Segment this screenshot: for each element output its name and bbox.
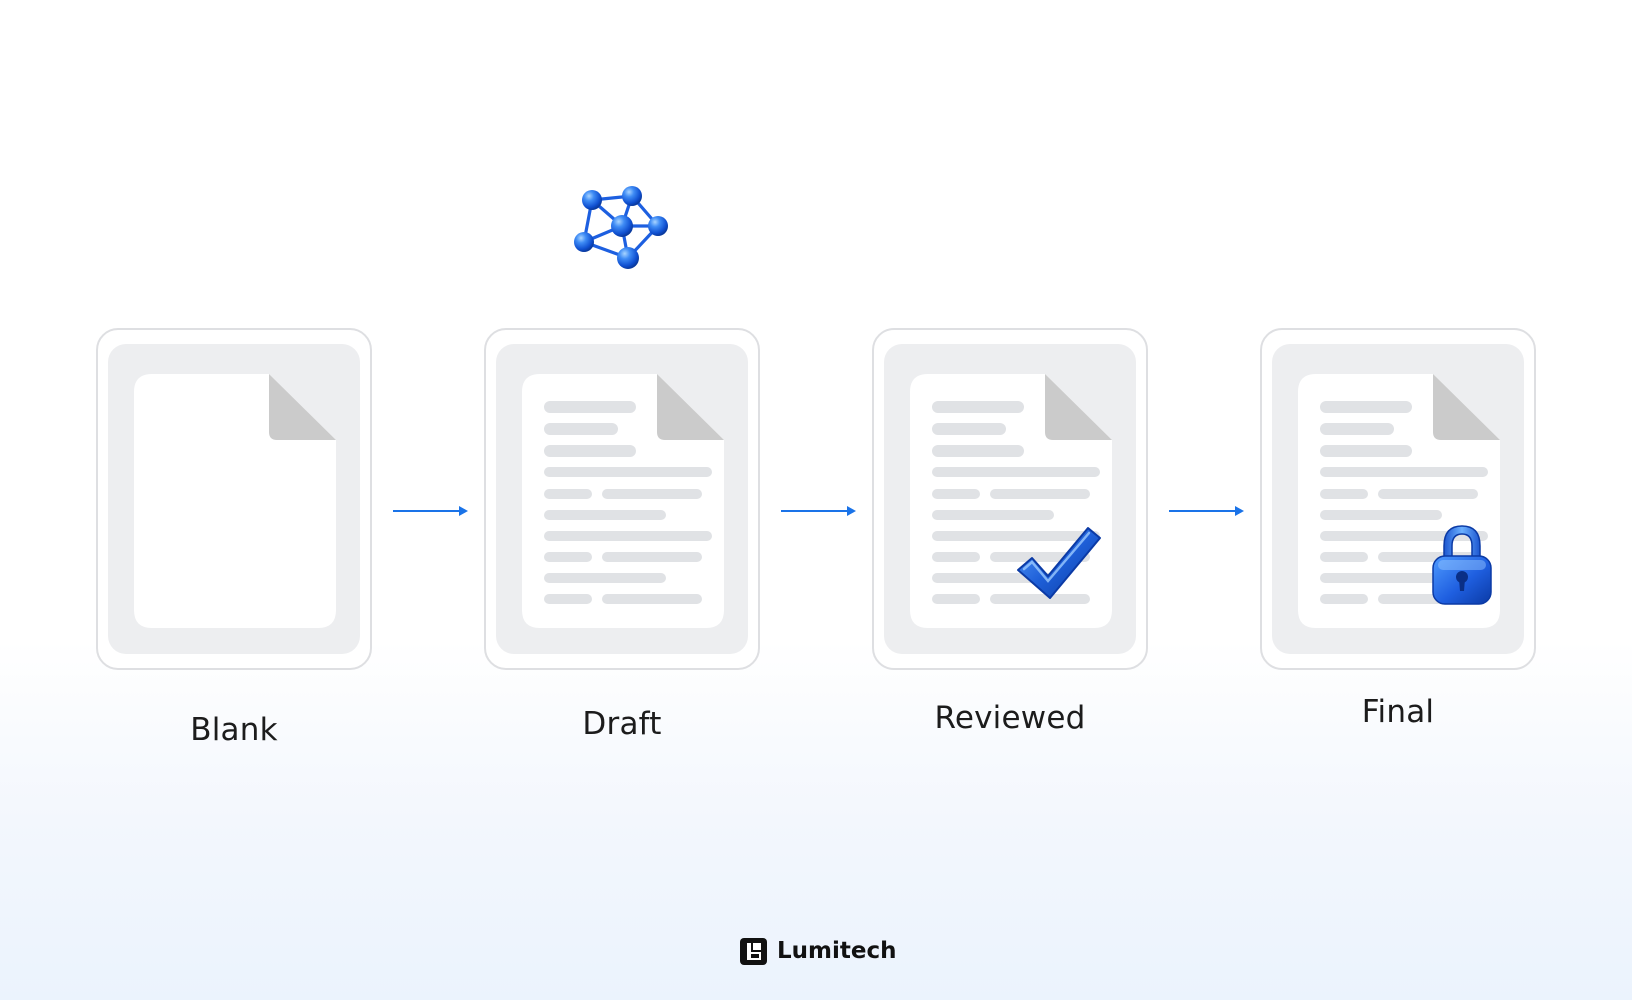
stage-label-final: Final	[1361, 694, 1435, 730]
stage-label-reviewed: Reviewed	[934, 700, 1086, 736]
stage-card-final	[1260, 328, 1536, 670]
card-inner	[884, 344, 1136, 654]
brand-logo: Lumitech	[740, 937, 896, 965]
brand-name: Lumitech	[777, 938, 897, 964]
blank-document-icon	[134, 374, 336, 628]
arrow-right-icon	[1169, 503, 1245, 519]
molecule-network-icon	[570, 184, 674, 276]
card-inner	[108, 344, 360, 654]
stage-card-draft	[484, 328, 760, 670]
card-inner	[496, 344, 748, 654]
arrow-right-icon	[393, 503, 469, 519]
checkmark-icon	[1014, 524, 1102, 604]
arrow-right-icon	[781, 503, 857, 519]
lumitech-logo-icon	[740, 937, 767, 965]
stage-label-blank: Blank	[190, 712, 278, 748]
stage-card-blank	[96, 328, 372, 670]
padlock-icon	[1430, 522, 1494, 608]
stage-card-reviewed	[872, 328, 1148, 670]
text-document-icon	[522, 374, 724, 628]
stage-label-draft: Draft	[582, 706, 662, 742]
